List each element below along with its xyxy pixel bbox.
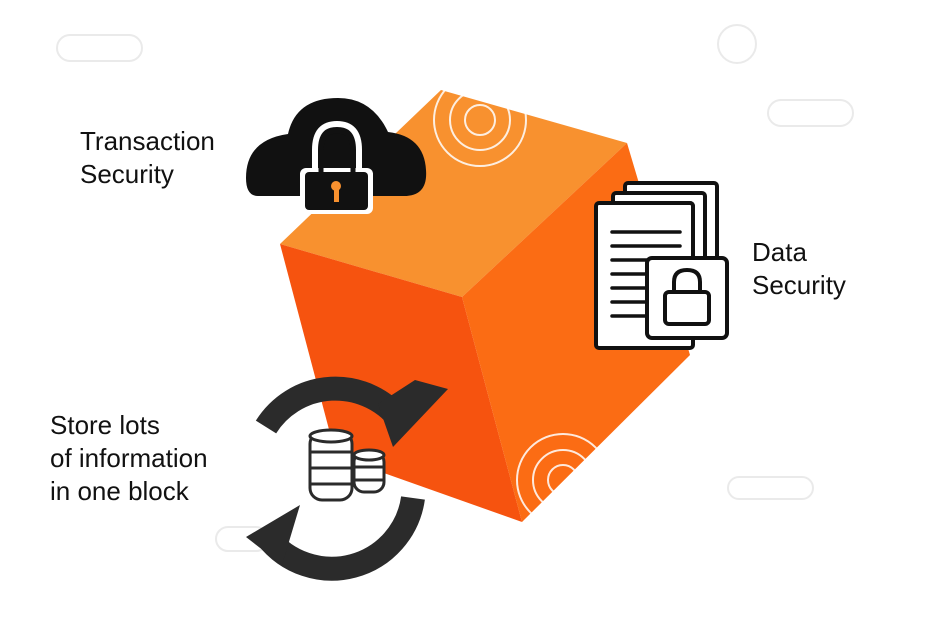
store-information-line-3: in one block bbox=[50, 476, 189, 506]
decor-circle bbox=[717, 24, 757, 64]
transaction-security-line-2: Security bbox=[80, 159, 174, 189]
cube-top-face bbox=[280, 90, 627, 297]
refresh-database-icon bbox=[246, 376, 448, 581]
data-security-line-1: Data bbox=[752, 237, 807, 267]
transaction-security-line-1: Transaction bbox=[80, 126, 215, 156]
decor-pill bbox=[767, 99, 854, 127]
decor-pill bbox=[727, 476, 814, 500]
data-security-label: Data Security bbox=[752, 236, 846, 302]
ripple-top bbox=[433, 73, 527, 167]
document-lock-icon bbox=[594, 181, 729, 350]
transaction-security-label: Transaction Security bbox=[80, 125, 215, 191]
decor-pill bbox=[56, 34, 143, 62]
background-decorations bbox=[56, 24, 854, 552]
database-coins bbox=[308, 428, 386, 502]
cloud-lock-icon bbox=[246, 98, 427, 214]
ripple-bottom bbox=[516, 433, 610, 527]
data-security-line-2: Security bbox=[752, 270, 846, 300]
store-information-label: Store lots of information in one block bbox=[50, 409, 208, 508]
store-information-line-2: of information bbox=[50, 443, 208, 473]
store-information-line-1: Store lots bbox=[50, 410, 160, 440]
